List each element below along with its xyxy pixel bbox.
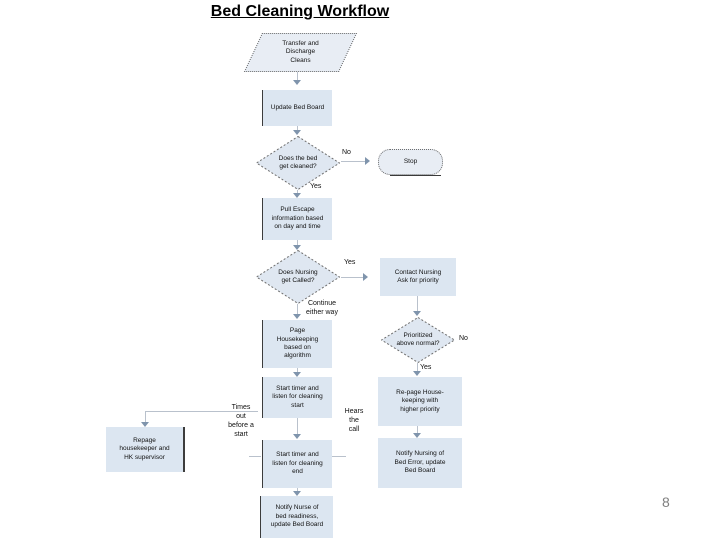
node-label: Does Nursing get Called?: [278, 268, 318, 284]
edge-label-times-out: Times out before a start: [228, 404, 254, 439]
node-does-bed-get-cleaned: Does the bed get cleaned?: [255, 135, 341, 191]
arrowhead: [141, 422, 149, 427]
connector: [297, 368, 298, 373]
arrowhead: [413, 371, 421, 376]
node-label: Stop: [403, 157, 418, 165]
node-label: Notify Nurse of bed readiness, update Be…: [270, 504, 324, 529]
node-label: Start timer and listen for cleaning end: [272, 451, 323, 476]
node-label: Transfer and Discharge Cleans: [282, 39, 319, 64]
arrowhead: [293, 130, 301, 135]
edge-label-no: No: [342, 149, 351, 156]
connector: [297, 126, 298, 131]
edge-label-yes: Yes: [344, 259, 356, 266]
arrowhead: [365, 157, 370, 165]
node-repage-housekeeping-higher-priority: Re-page House- keeping with higher prior…: [378, 377, 462, 426]
edge-label-hears-call: Hears the call: [344, 408, 364, 434]
arrowhead: [293, 80, 301, 85]
arrowhead: [293, 434, 301, 439]
node-notify-nurse-bed-readiness: Notify Nurse of bed readiness, update Be…: [260, 496, 333, 538]
edge-label-no: No: [459, 335, 468, 342]
node-label: Pull Escape information based on day and…: [271, 206, 324, 231]
connector: [297, 190, 298, 194]
arrowhead: [293, 245, 301, 250]
node-stop: Stop: [378, 149, 443, 175]
arrowhead: [413, 433, 421, 438]
connector: [417, 296, 418, 311]
node-pull-escape-info: Pull Escape information based on day and…: [262, 198, 332, 240]
connector: [297, 418, 298, 434]
node-start-timer-cleaning-start: Start timer and listen for cleaning star…: [262, 377, 332, 418]
connector: [297, 488, 298, 492]
node-label: Does the bed get cleaned?: [278, 154, 318, 170]
slide-title: Bed Cleaning Workflow: [210, 3, 390, 20]
connector: [297, 240, 298, 246]
connector: [145, 411, 146, 422]
connector: [249, 456, 261, 457]
node-label: Repage housekeeper and HK supervisor: [119, 436, 170, 461]
connector: [332, 456, 346, 457]
connector: [341, 277, 363, 278]
diamond-shape: [255, 249, 341, 305]
connector: [297, 304, 298, 314]
node-label: Update Bed Board: [270, 103, 325, 111]
node-does-nursing-get-called: Does Nursing get Called?: [255, 249, 341, 305]
node-label: Start timer and listen for cleaning star…: [272, 384, 323, 409]
connector: [297, 72, 298, 81]
connector: [341, 161, 365, 162]
node-update-bed-board: Update Bed Board: [262, 90, 332, 126]
edge-label-yes: Yes: [310, 183, 322, 190]
diamond-shape: [255, 135, 341, 191]
page-number: 8: [662, 494, 670, 510]
arrowhead: [363, 273, 368, 281]
node-label: Re-page House- keeping with higher prior…: [396, 388, 444, 413]
node-notify-nursing-bed-error: Notify Nursing of Bed Error, update Bed …: [378, 438, 462, 488]
node-repage-housekeeper-supervisor: Repage housekeeper and HK supervisor: [106, 427, 185, 472]
node-page-housekeeping: Page Housekeeping based on algorithm: [262, 320, 332, 368]
diamond-shape: [380, 316, 456, 364]
connector: [417, 363, 418, 371]
node-start-timer-cleaning-end: Start timer and listen for cleaning end: [262, 440, 332, 488]
node-label: Notify Nursing of Bed Error, update Bed …: [394, 450, 446, 475]
connector: [417, 426, 418, 433]
arrowhead: [293, 314, 301, 319]
node-contact-nursing: Contact Nursing Ask for priority: [380, 258, 456, 296]
edge-label-continue: Continue either way: [306, 300, 338, 317]
arrowhead: [293, 372, 301, 377]
arrowhead: [293, 193, 301, 198]
edge-label-yes: Yes: [420, 364, 432, 371]
node-transfer-discharge-cleans: Transfer and Discharge Cleans: [243, 33, 358, 72]
node-label: Prioritized above normal?: [396, 331, 440, 347]
node-prioritized-above-normal: Prioritized above normal?: [380, 316, 456, 364]
connector: [145, 411, 258, 412]
node-label: Page Housekeeping based on algorithm: [276, 327, 319, 360]
arrowhead: [413, 311, 421, 316]
stop-underline: [390, 175, 441, 176]
arrowhead: [293, 491, 301, 496]
node-label: Contact Nursing Ask for priority: [394, 268, 442, 284]
